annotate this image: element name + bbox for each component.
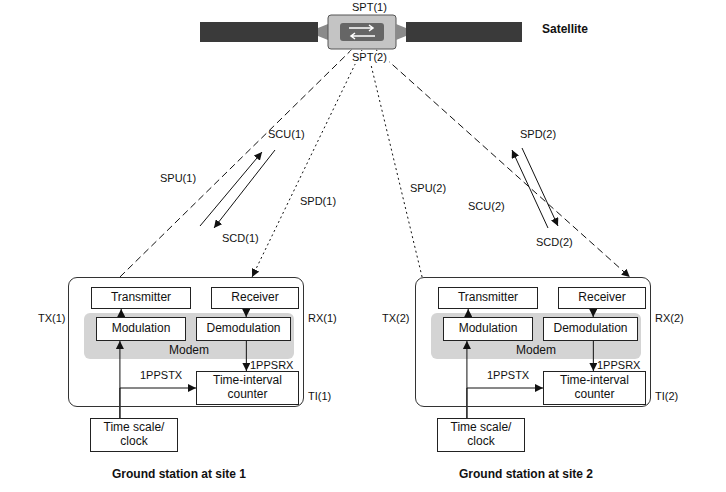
- signal-name: 1PPSTX: [487, 369, 529, 382]
- ground-station: Ground station at site 2TransmitterRecei…: [415, 277, 651, 407]
- signal-name: SPU(2): [410, 182, 446, 195]
- signal-name: SPD(2): [520, 128, 556, 141]
- ground-station: Ground station at site 1TransmitterRecei…: [68, 277, 304, 407]
- satellite: Satellite: [200, 14, 522, 50]
- receiver-box: Receiver: [211, 287, 299, 309]
- box-label: Modulation: [459, 322, 518, 336]
- part-label: TI(1): [308, 390, 331, 403]
- transmitter-box: Transmitter: [91, 287, 191, 309]
- box-label: Transmitter: [458, 291, 518, 305]
- signal-line: [121, 309, 122, 317]
- modem-band: Modem Modulation Demodulation: [84, 313, 294, 359]
- modulation-box: Modulation: [443, 317, 533, 341]
- panel-mount: [318, 24, 328, 40]
- signal-line: [252, 50, 362, 277]
- signal-name: SPD(1): [300, 195, 336, 208]
- box-label: Modulation: [112, 322, 171, 336]
- demodulation-box: Demodulation: [543, 317, 638, 341]
- clock-box: Time scale/ clock: [90, 418, 178, 452]
- box-label: Time scale/ clock: [94, 421, 174, 449]
- signal-line: [593, 341, 594, 371]
- modem-band: Modem Modulation Demodulation: [431, 313, 641, 359]
- counter-box: Time-interval counter: [543, 371, 646, 405]
- box-label: Demodulation: [553, 322, 627, 336]
- part-label: TI(2): [655, 390, 678, 403]
- satellite-body: [328, 15, 396, 49]
- connector-layer: [120, 50, 630, 418]
- solar-panel: [406, 22, 522, 42]
- part-label: SCD(2): [536, 236, 573, 249]
- solar-panel: [200, 22, 318, 42]
- clock-box: Time scale/ clock: [437, 418, 525, 452]
- signal-name: 1PPSRX: [250, 359, 293, 372]
- signal-name: 1PPSRX: [597, 359, 640, 372]
- signal-line: [376, 50, 630, 277]
- modem-band-fill: [431, 313, 641, 359]
- box-label: Receiver: [231, 291, 278, 305]
- downlink-arrow: [214, 150, 275, 228]
- part-label: SPT(2): [350, 51, 389, 64]
- part-label: SPT(1): [352, 1, 387, 14]
- part-label: RX(1): [308, 312, 337, 325]
- signal-line: [593, 309, 594, 317]
- loop-arrows: [349, 25, 375, 39]
- signal-line: [467, 388, 543, 418]
- part-label: TX(2): [382, 312, 410, 325]
- band-layer: [84, 313, 641, 359]
- modem-label: Modem: [84, 344, 294, 358]
- box-label: Demodulation: [206, 322, 280, 336]
- transmitter-box: Transmitter: [438, 287, 538, 309]
- station-caption: Ground station at site 2: [426, 468, 626, 482]
- panel-mount: [396, 24, 406, 40]
- satellite-illustration: [200, 15, 558, 228]
- box-label: Transmitter: [111, 291, 171, 305]
- part-label: SCU(1): [268, 128, 305, 141]
- part-label: SCD(1): [222, 232, 259, 245]
- modem-label: Modem: [431, 344, 641, 358]
- box-label: Time-interval counter: [547, 374, 642, 402]
- signal-line: [120, 50, 351, 277]
- box-label: Time scale/ clock: [441, 421, 521, 449]
- signal-line: [246, 341, 247, 371]
- uplink-arrow: [512, 150, 548, 228]
- satellite-label: Satellite: [542, 23, 588, 37]
- signal-line: [468, 309, 469, 317]
- modulation-box: Modulation: [96, 317, 186, 341]
- part-label: SCU(2): [468, 200, 505, 213]
- box-label: Receiver: [578, 291, 625, 305]
- transponder-symbol: [340, 23, 384, 41]
- demodulation-box: Demodulation: [196, 317, 291, 341]
- signal-name: SPU(1): [160, 172, 196, 185]
- station-caption: Ground station at site 1: [79, 468, 279, 482]
- receiver-box: Receiver: [558, 287, 646, 309]
- part-label: RX(2): [655, 312, 684, 325]
- downlink-arrow: [522, 148, 558, 226]
- counter-box: Time-interval counter: [196, 371, 299, 405]
- modem-band-fill: [84, 313, 294, 359]
- box-label: Time-interval counter: [200, 374, 295, 402]
- signal-name: 1PPSTX: [140, 369, 182, 382]
- signal-line: [120, 388, 196, 418]
- signal-line: [246, 309, 247, 317]
- part-label: TX(1): [38, 312, 66, 325]
